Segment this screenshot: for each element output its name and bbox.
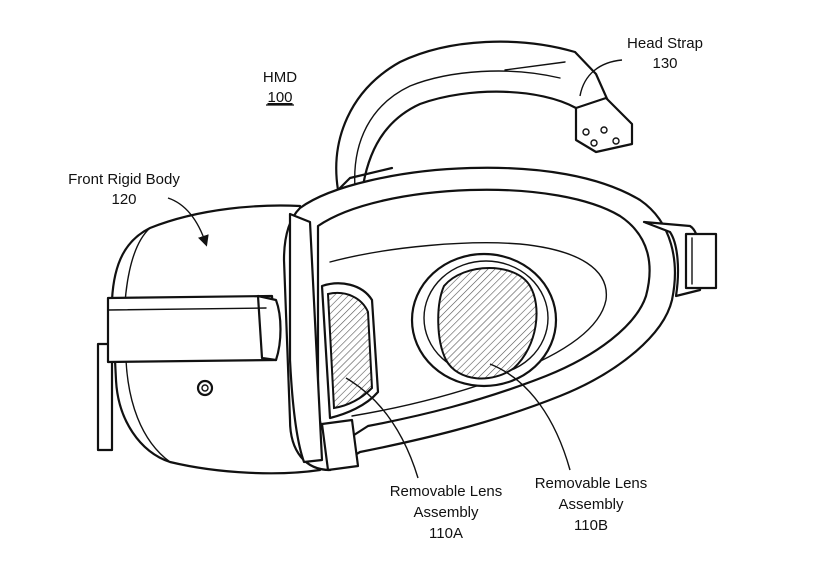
lens-a-leader [345, 377, 419, 479]
strap-hole [600, 126, 608, 134]
lens-b-leader [489, 363, 571, 471]
lens-a-surface [326, 292, 374, 410]
removable-lens-assembly-b [410, 252, 558, 388]
body-port-icon [196, 379, 214, 397]
hmd-ref: 100 [267, 89, 292, 106]
lens-b-surface [437, 267, 538, 380]
lens-a-label-line1: Removable Lens [390, 483, 503, 500]
label-lens-b: Removable Lens Assembly 110B [489, 363, 648, 534]
lens-b-label-line1: Removable Lens [535, 475, 648, 492]
label-front-rigid-body: Front Rigid Body 120 [68, 171, 209, 247]
head-strap-end-tab [574, 96, 634, 154]
front-rigid-body-label: Front Rigid Body [68, 171, 180, 188]
lens-a-ref: 110A [429, 525, 463, 542]
front-rigid-body-arrow-icon [167, 197, 209, 247]
body-side-slider [96, 342, 114, 452]
label-lens-a: Removable Lens Assembly 110A [345, 377, 503, 542]
head-strap-leader [579, 59, 623, 97]
label-hmd: HMD 100 [263, 69, 297, 106]
strap-hole [612, 137, 620, 145]
lens-b-ref: 110B [574, 517, 608, 534]
front-rigid-body-ref: 120 [111, 191, 136, 208]
hmd-label: HMD [263, 69, 297, 86]
label-head-strap: Head Strap 130 [579, 35, 703, 97]
strap-hole [582, 128, 590, 136]
head-strap-band [335, 40, 622, 194]
head-strap-ref: 130 [652, 55, 677, 72]
body-front-band [106, 294, 278, 364]
frame-right-clip [684, 232, 718, 290]
lens-b-label-line2: Assembly [558, 496, 624, 513]
strap-hole [590, 139, 598, 147]
front-rigid-body [96, 204, 322, 475]
face-frame-inner [316, 188, 651, 446]
removable-lens-assembly-a [320, 282, 380, 420]
head-strap-label: Head Strap [627, 35, 703, 52]
frame-bottom-clip [320, 418, 360, 472]
lens-a-label-line2: Assembly [413, 504, 479, 521]
